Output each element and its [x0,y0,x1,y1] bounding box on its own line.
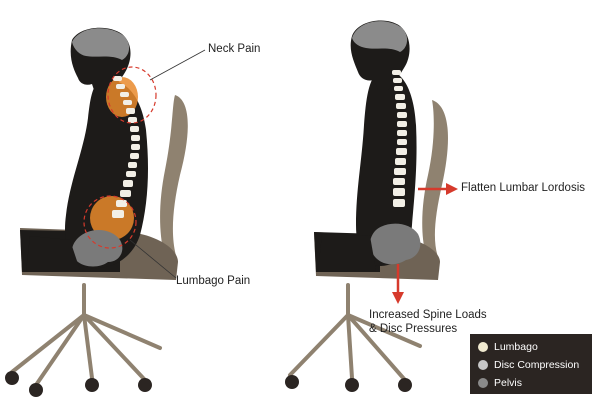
legend-item-pelvis: Pelvis [470,374,592,392]
flatten-lordosis-arrow [418,183,458,195]
legend: Lumbago Disc Compression Pelvis [470,334,592,394]
right-chair-base [288,283,422,382]
lumbago-pain-circle [83,195,137,249]
spine-loads-line2: & Disc Pressures [369,323,458,335]
legend-label: Pelvis [494,377,523,389]
neck-pain-leader [149,49,206,81]
legend-label: Disc Compression [494,359,580,371]
spine-loads-line1: Increased Spine Loads [369,309,487,321]
neck-pain-circle [107,66,157,124]
legend-dot-icon [478,360,488,370]
legend-dot-icon [478,378,488,388]
lumbago-pain-leader [129,239,177,279]
right-body [356,69,417,266]
legend-dot-icon [478,342,488,352]
left-chair-wheels [5,371,152,397]
left-chair-base [10,283,162,387]
legend-item-lumbago: Lumbago [470,338,592,356]
legend-label: Lumbago [494,341,538,353]
upright-figure [285,20,458,392]
lumbago-pain-label: Lumbago Pain [176,275,251,287]
legend-item-disc-compression: Disc Compression [470,356,592,374]
left-spine [112,76,140,218]
flatten-lordosis-label: Flatten Lumbar Lordosis [461,182,586,194]
left-pelvis [72,229,123,267]
right-spine [392,70,407,207]
right-chair-back [422,100,448,268]
spine-loads-arrow [392,264,404,304]
neck-pain-label: Neck Pain [208,43,261,55]
slouched-figure [5,27,206,397]
left-chair-back [160,95,188,268]
right-chair-wheels [285,375,412,392]
right-pelvis [370,223,421,265]
spine-loads-label: Increased Spine Loads & Disc Pressures [369,308,487,336]
